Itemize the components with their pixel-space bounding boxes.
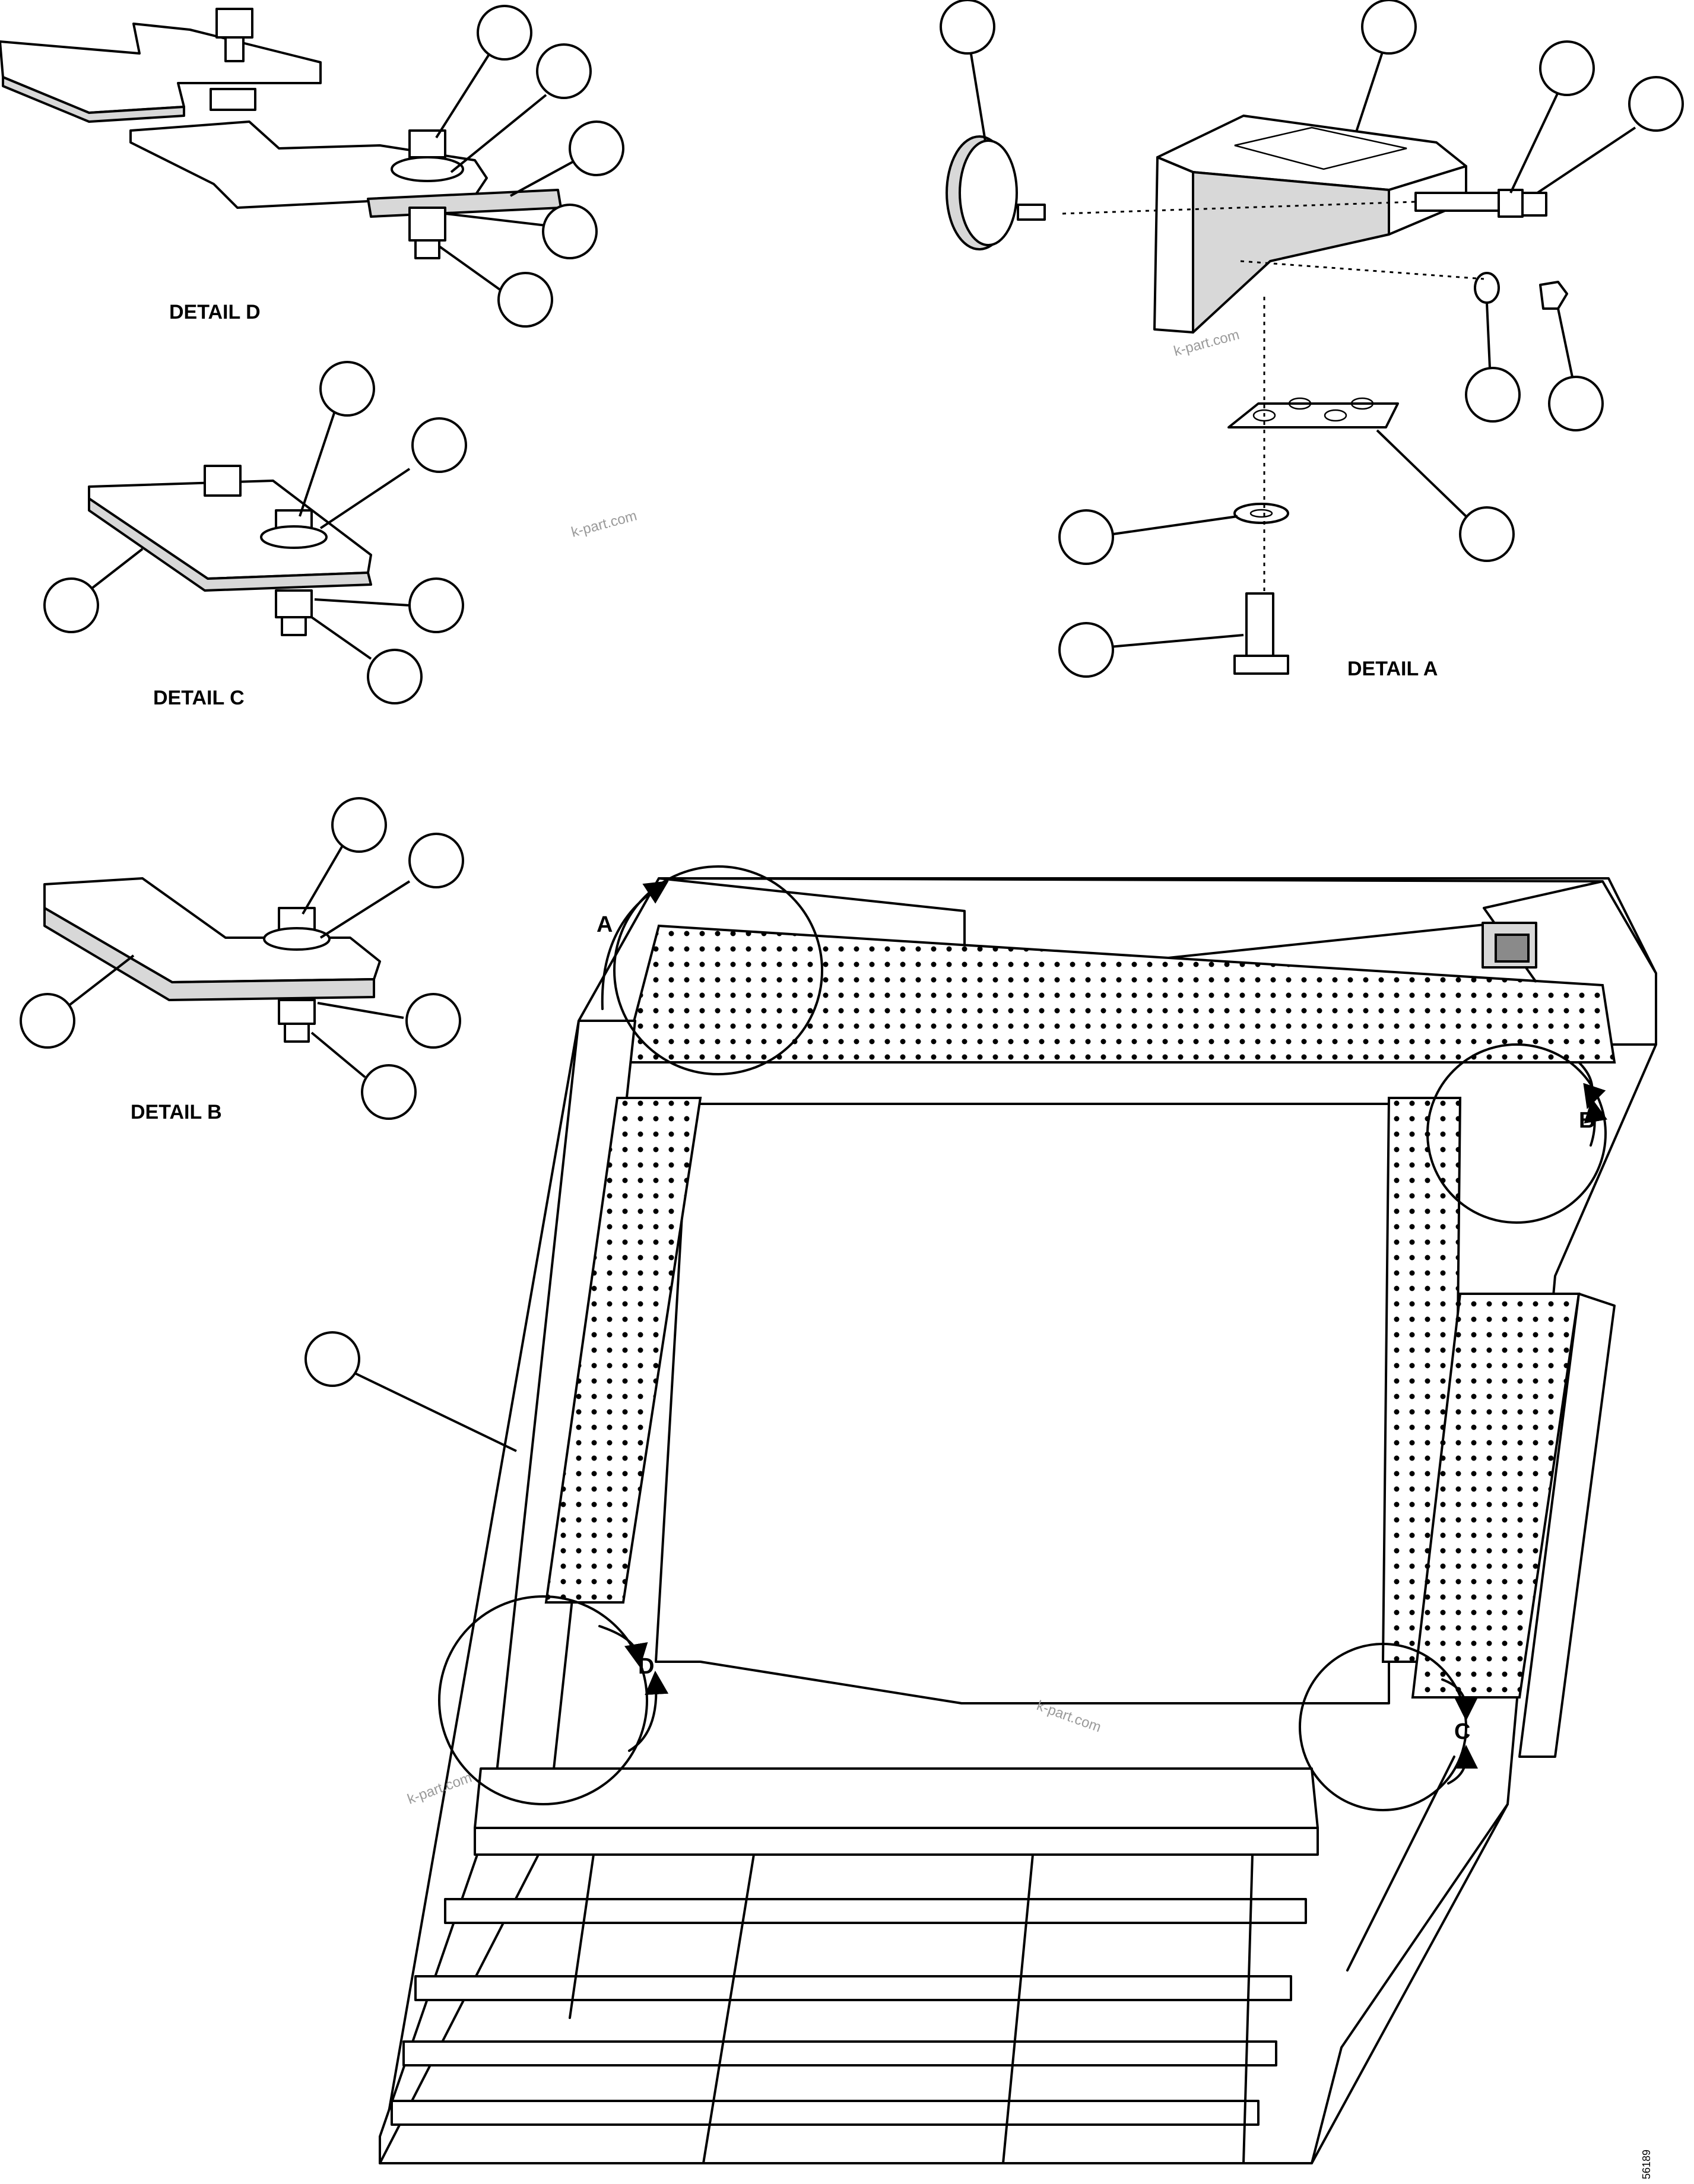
detail-a-washer xyxy=(1233,503,1289,524)
callout-c: C xyxy=(1299,1643,1478,1811)
balloon-d-3 xyxy=(569,120,624,176)
detail-a-screw xyxy=(1233,592,1289,675)
balloon-d-1 xyxy=(477,5,532,61)
detail-d-bolt-lower xyxy=(391,129,464,259)
balloon-a-5 xyxy=(1465,367,1521,423)
balloon-b-1 xyxy=(331,797,387,853)
detail-a-label: DETAIL A xyxy=(1347,658,1438,680)
detail-d-label: DETAIL D xyxy=(169,301,261,323)
callout-d: D xyxy=(438,1595,669,1805)
callout-a: A xyxy=(597,865,823,1075)
balloon-d-2 xyxy=(536,43,592,99)
balloon-c-1 xyxy=(319,361,375,417)
balloon-c-5 xyxy=(367,649,423,704)
detail-a-bolt xyxy=(1414,189,1547,218)
detail-a-group: DETAIL A xyxy=(940,0,1684,680)
detail-a-mount-pad xyxy=(946,135,1046,250)
balloon-frame xyxy=(304,1331,360,1387)
detail-c-group: DETAIL C xyxy=(43,361,467,709)
detail-b-bolt xyxy=(263,907,331,1043)
balloon-a-1 xyxy=(940,0,995,55)
callout-d-letter: D xyxy=(638,1654,654,1679)
detail-c-bolt-right xyxy=(260,509,328,636)
detail-b-group: DETAIL B xyxy=(20,797,464,1123)
detail-d-bolt-upper xyxy=(210,8,256,111)
detail-a-plate xyxy=(1227,397,1399,428)
balloon-b-4 xyxy=(405,993,461,1049)
detail-c-label: DETAIL C xyxy=(153,687,245,709)
watermark-2: k-part.com xyxy=(570,507,639,540)
balloon-a-3 xyxy=(1539,40,1595,96)
balloon-d-4 xyxy=(542,204,598,259)
balloon-a-9 xyxy=(1058,622,1114,678)
balloon-a-8 xyxy=(1058,509,1114,565)
detail-a-bracket xyxy=(1153,115,1467,334)
balloon-a-2 xyxy=(1361,0,1417,55)
callout-b: B xyxy=(1426,1043,1608,1224)
balloon-b-2 xyxy=(408,833,464,888)
balloon-c-3 xyxy=(43,577,99,633)
callout-a-letter: A xyxy=(597,912,613,937)
balloon-d-5 xyxy=(497,272,553,328)
callout-b-letter: B xyxy=(1579,1108,1595,1133)
balloon-a-7 xyxy=(1459,506,1515,562)
detail-b-label: DETAIL B xyxy=(131,1101,222,1123)
detail-c-bolt-left xyxy=(204,465,242,497)
balloon-b-3 xyxy=(20,993,75,1049)
detail-a-washer-nut xyxy=(1474,272,1568,310)
balloon-c-2 xyxy=(411,417,467,473)
balloon-a-4 xyxy=(1628,76,1684,132)
detail-d-group: DETAIL D xyxy=(0,5,624,328)
balloon-a-6 xyxy=(1548,376,1604,431)
callout-c-letter: C xyxy=(1454,1719,1470,1744)
detail-d-plate-upper xyxy=(0,23,322,123)
figure-number: 56189 xyxy=(1641,2150,1652,2179)
balloon-c-4 xyxy=(408,577,464,633)
balloon-b-5 xyxy=(361,1064,417,1120)
cab-frame xyxy=(379,877,1657,2164)
